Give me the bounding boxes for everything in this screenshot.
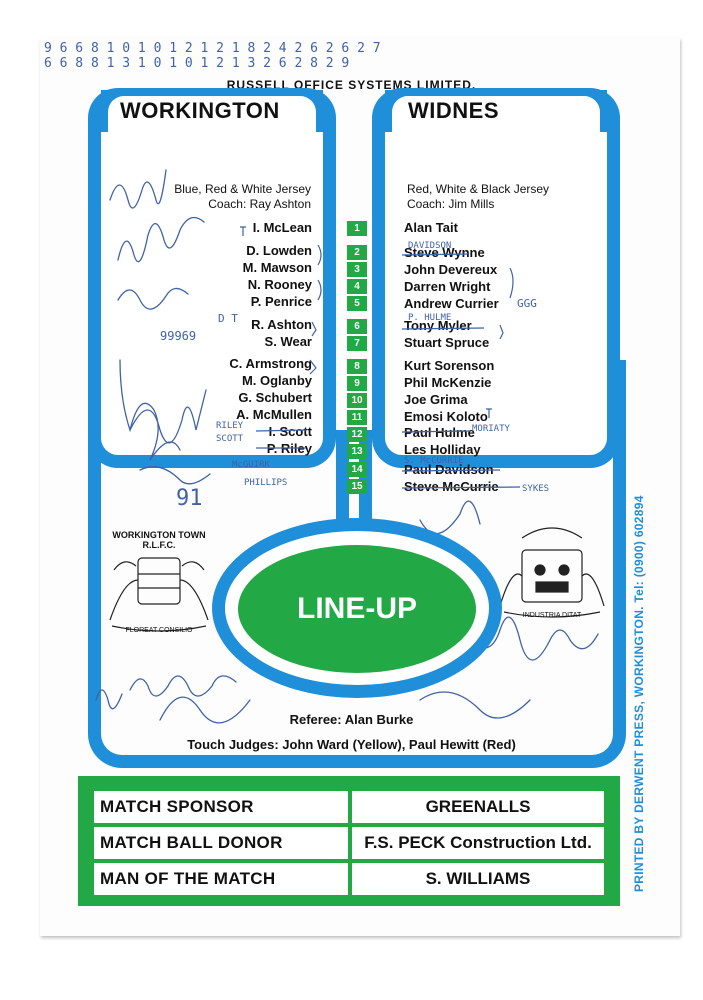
shirt-number: 1 <box>347 221 367 236</box>
away-jersey-info: Red, White & Black Jersey Coach: Jim Mil… <box>407 182 549 212</box>
away-player: Steve McCurrie <box>404 479 499 494</box>
home-player: N. Rooney <box>247 277 312 292</box>
home-jersey-info: Blue, Red & White Jersey Coach: Ray Asht… <box>174 182 311 212</box>
lineup-frame <box>88 360 626 768</box>
away-player: Joe Grima <box>404 392 468 407</box>
away-player: Darren Wright <box>404 279 491 294</box>
away-player: Steve Wynne <box>404 245 485 260</box>
home-player: C. Armstrong <box>229 356 312 371</box>
widnes-crest-motto: INDUSTRIA DITAT <box>522 612 582 619</box>
home-player: A. McMullen <box>236 407 312 422</box>
away-jersey: Red, White & Black Jersey <box>407 182 550 196</box>
note-mcguirk: McGUIRK <box>232 460 270 470</box>
home-team-name: WORKINGTON <box>120 98 280 123</box>
home-player: M. Oglanby <box>241 373 312 388</box>
handwritten-corner-numbers: 9 6 6 8 1 0 1 0 1 2 1 2 1 8 2 4 2 6 2 6 … <box>44 41 381 71</box>
home-player: R. Ashton <box>251 317 312 332</box>
workington-crest-motto: FLOREAT CONSILIO <box>125 627 193 634</box>
shirt-number: 8 <box>347 359 367 374</box>
home-player: P. Penrice <box>250 294 312 309</box>
note-phillips: PHILLIPS <box>244 478 288 488</box>
widnes-crest: INDUSTRIA DITAT <box>492 514 612 626</box>
shirt-number: 11 <box>347 410 367 425</box>
away-player: Alan Tait <box>404 220 458 235</box>
award-value: S. WILLIAMS <box>351 862 605 896</box>
note-sykes: SYKES <box>522 484 550 494</box>
note-year: 91 <box>176 486 203 511</box>
home-player: I. McLean <box>252 220 312 235</box>
home-player: S. Wear <box>264 334 312 349</box>
shirt-number: 14 <box>347 462 367 477</box>
lineup-label: LINE-UP <box>297 592 417 625</box>
table-row: MATCH BALL DONOR F.S. PECK Construction … <box>93 826 605 860</box>
award-label: MATCH SPONSOR <box>93 790 349 824</box>
away-player: Andrew Currier <box>404 296 499 311</box>
award-label: MATCH BALL DONOR <box>93 826 349 860</box>
away-player: Stuart Spruce <box>404 335 490 350</box>
away-header-inner <box>392 96 600 132</box>
home-player: P. Riley <box>266 441 312 456</box>
award-label: MAN OF THE MATCH <box>93 862 349 896</box>
lineup-badge: LINE-UP <box>238 545 476 673</box>
printer-credit: PRINTED BY DERWENT PRESS, WORKINGTON. Te… <box>632 495 646 892</box>
shirt-number: 6 <box>347 319 367 334</box>
note-digits: 99969 <box>160 329 197 343</box>
note-scott: SCOTT <box>216 434 244 444</box>
home-header-inner <box>108 96 316 132</box>
home-player: M. Mawson <box>242 260 312 275</box>
shirt-number: 4 <box>347 279 367 294</box>
shirt-number: 3 <box>347 262 367 277</box>
shirt-number: 7 <box>347 336 367 351</box>
home-player: D. Lowden <box>246 243 312 258</box>
workington-crest-text: WORKINGTON TOWN R.L.F.C. <box>112 530 206 550</box>
awards-table: MATCH SPONSOR GREENALLS MATCH BALL DONOR… <box>78 776 620 906</box>
home-player: I. Scott <box>268 424 312 439</box>
touch-judges: Touch Judges: John Ward (Yellow), Paul H… <box>187 737 516 752</box>
away-player: Paul Hulme <box>404 425 475 440</box>
shirt-number: 9 <box>347 376 367 391</box>
award-value: F.S. PECK Construction Ltd. <box>351 826 605 860</box>
note-mccurrie: S. McCURRIE <box>404 456 464 466</box>
shirt-number: 15 <box>347 479 367 494</box>
table-row: MAN OF THE MATCH S. WILLIAMS <box>93 862 605 896</box>
home-player: G. Schubert <box>238 390 312 405</box>
note-ggg: GGG <box>517 297 537 310</box>
note-riley: RILEY <box>216 421 244 431</box>
shirt-number: 5 <box>347 296 367 311</box>
shirt-number: 13 <box>347 444 367 459</box>
away-player: Phil McKenzie <box>404 375 492 390</box>
note-dt: D T <box>218 312 238 325</box>
away-player: Emosi Koloto <box>404 409 488 424</box>
shirt-number: 10 <box>347 393 367 408</box>
note-davidson: DAVIDSON <box>408 241 452 251</box>
table-row: MATCH SPONSOR GREENALLS <box>93 790 605 824</box>
away-team-name: WIDNES <box>408 98 499 123</box>
away-player: John Devereux <box>404 262 498 277</box>
note-moriaty: MORIATY <box>472 424 510 434</box>
referee: Referee: Alan Burke <box>289 712 414 727</box>
home-coach: Coach: Ray Ashton <box>208 197 311 211</box>
award-value: GREENALLS <box>351 790 605 824</box>
note-hulme: P. HULME <box>408 313 452 323</box>
shirt-number: 12 <box>347 427 367 442</box>
workington-crest: WORKINGTON TOWN R.L.F.C. FLOREAT CONSILI… <box>100 530 218 640</box>
home-jersey: Blue, Red & White Jersey <box>174 182 311 196</box>
away-player: Kurt Sorenson <box>404 358 495 373</box>
shirt-number: 2 <box>347 245 367 260</box>
away-coach: Coach: Jim Mills <box>407 197 495 211</box>
away-player: Les Holliday <box>404 442 481 457</box>
